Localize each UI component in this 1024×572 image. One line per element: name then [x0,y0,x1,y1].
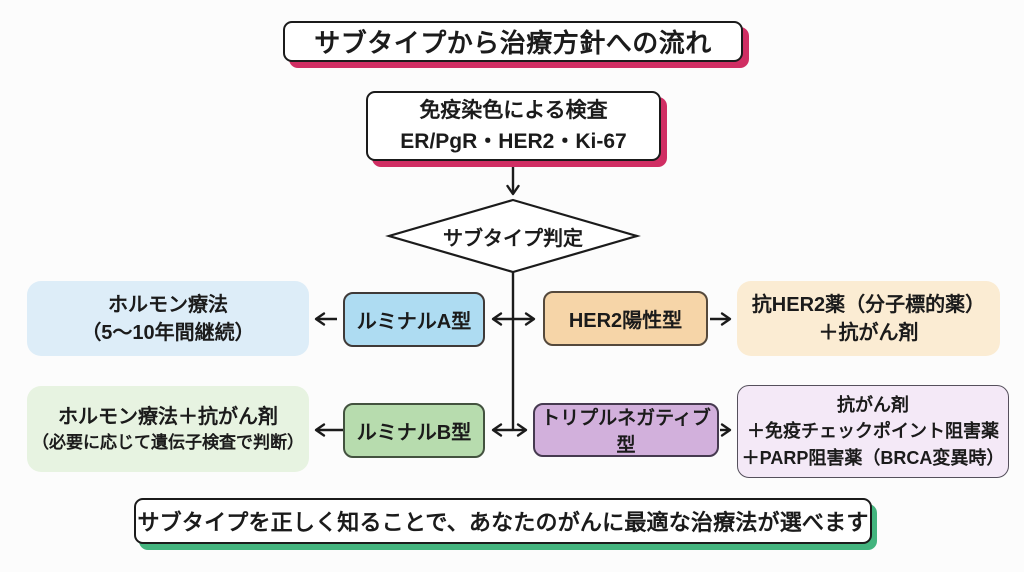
treatment-luminal-b-line2: （必要に応じて遺伝子検査で判断） [32,433,304,453]
node-luminal-a: ルミナルA型 [343,292,485,347]
node-luminal-b: ルミナルB型 [343,403,485,458]
decision-diamond-label: サブタイプ判定 [443,227,583,250]
node-her2: HER2陽性型 [543,291,708,346]
treatment-luminal-a-line1: ホルモン療法 [108,293,228,316]
treatment-luminal-b-line1: ホルモン療法＋抗がん剤 [58,406,278,429]
treatment-triple-negative-line1: 抗がん剤 [837,395,909,416]
treatment-triple-negative: 抗がん剤 ＋免疫チェックポイント阻害薬 ＋PARP阻害薬（BRCA変異時） [737,385,1009,478]
treatment-her2-line2: ＋抗がん剤 [818,321,919,344]
treatment-luminal-a-line2: （5〜10年間継続） [81,321,255,344]
immunostain-test-box: 免疫染色による検査 ER/PgR・HER2・Ki-67 [366,91,661,161]
treatment-luminal-a: ホルモン療法 （5〜10年間継続） [27,281,309,356]
diagram-title: サブタイプから治療方針への流れ [283,21,743,62]
test-box-line1: 免疫染色による検査 [419,98,608,122]
node-triple-negative: トリプルネガティブ型 [533,403,719,457]
treatment-luminal-b: ホルモン療法＋抗がん剤 （必要に応じて遺伝子検査で判断） [27,386,309,472]
treatment-her2: 抗HER2薬（分子標的薬） ＋抗がん剤 [737,281,1000,356]
diagram-title-text: サブタイプから治療方針への流れ [314,28,712,58]
treatment-triple-negative-line2: ＋免疫チェックポイント阻害薬 [747,421,999,442]
treatment-her2-line1: 抗HER2薬（分子標的薬） [751,293,986,316]
footer-banner: サブタイプを正しく知ることで、あなたのがんに最適な治療法が選べます [134,498,872,544]
treatment-triple-negative-line3: ＋PARP阻害薬（BRCA変異時） [741,447,1005,468]
test-box-line2: ER/PgR・HER2・Ki-67 [400,130,627,153]
footer-banner-text: サブタイプを正しく知ることで、あなたのがんに最適な治療法が選べます [137,510,869,535]
